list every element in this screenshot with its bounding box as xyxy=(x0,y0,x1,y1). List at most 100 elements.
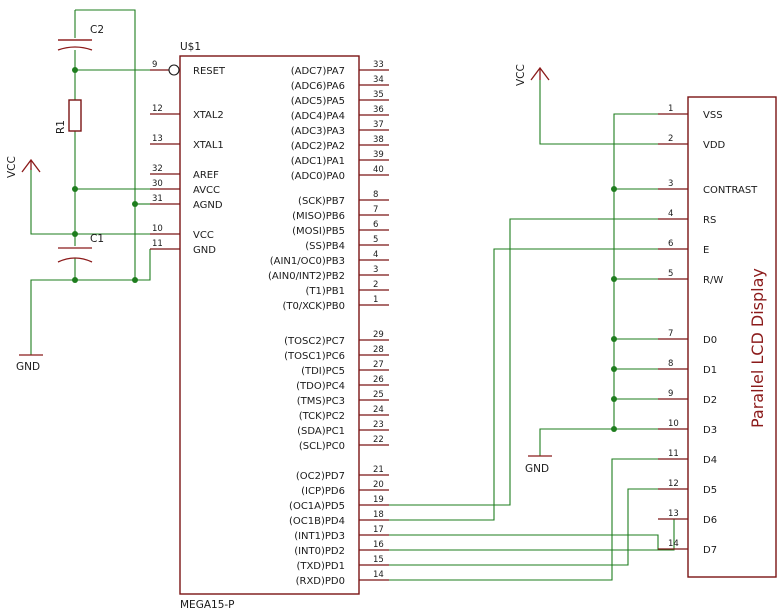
gnd-left-label: GND xyxy=(16,361,40,373)
mcu-pin-8: 8(SCK)PB7 xyxy=(298,190,389,207)
mcu-pin-29: 29 (TOSC2)PC7 xyxy=(284,330,389,347)
mcu-pin-number: 14 xyxy=(373,570,384,580)
mcu-pin-name: AGND xyxy=(193,200,223,211)
r1-label: R1 xyxy=(55,120,67,134)
junctions-left xyxy=(72,67,138,283)
c1-label: C1 xyxy=(90,233,104,245)
mcu-pin-number: 25 xyxy=(373,390,384,400)
mcu-pin-40: 40(ADC0)PA0 xyxy=(291,165,389,182)
mcu-pin-name: (TDI)PC5 xyxy=(301,366,345,377)
lcd-pin-name: VSS xyxy=(703,110,723,121)
vcc-left-label: VCC xyxy=(6,156,18,178)
mcu-pin-name: (OC1A)PD5 xyxy=(289,501,345,512)
mcu-pin-number: 28 xyxy=(373,345,384,355)
mcu-pin-2: 2 (T1)PB1 xyxy=(305,280,389,297)
mcu-pin-5: 5(SS)PB4 xyxy=(305,235,389,252)
mcu-pin-number: 17 xyxy=(373,525,384,535)
mcu-pin-36: 36 (ADC4)PA4 xyxy=(291,105,389,122)
mcu-pin-6: 6 (MOSI)PB5 xyxy=(292,220,389,237)
mcu-pin-name: XTAL1 xyxy=(193,140,224,151)
resistor-r1: R1 xyxy=(55,99,82,134)
lcd-pin-number: 2 xyxy=(668,134,673,144)
mcu-pin-number: 15 xyxy=(373,555,384,565)
mcu-pin-name: (OC1B)PD4 xyxy=(289,516,345,527)
mcu-pin-39: 39(ADC1)PA1 xyxy=(291,150,389,167)
mcu-pin-35: 35(ADC5)PA5 xyxy=(291,90,389,107)
mcu-pin-name: (TCK)PC2 xyxy=(299,411,345,422)
lcd-pin-number: 14 xyxy=(668,539,679,549)
junctions-lcd xyxy=(611,186,617,432)
mcu-pin-name: (ADC6)PA6 xyxy=(291,81,345,92)
mcu-pin-number: 22 xyxy=(373,435,384,445)
mcu-pin-name: (TMS)PC3 xyxy=(297,396,345,407)
lcd-pin-name: D7 xyxy=(703,545,717,556)
lcd-pin-d0: 7D0 xyxy=(658,329,717,346)
mcu-pin-number: 36 xyxy=(373,105,384,115)
lcd-pin-number: 12 xyxy=(668,479,679,489)
mcu-pin-37: 37 (ADC3)PA3 xyxy=(291,120,389,137)
mcu-pin-number: 4 xyxy=(373,250,378,260)
lcd-pin-number: 6 xyxy=(668,239,673,249)
mcu-pin-name: (ADC3)PA3 xyxy=(291,126,345,137)
mcu-pin-number: 2 xyxy=(373,280,378,290)
mcu-pin-name: (OC2)PD7 xyxy=(296,471,345,482)
mcu-pin-number: 29 xyxy=(373,330,384,340)
lcd-pin-name: RS xyxy=(703,215,716,226)
mcu-pin-name: AREF xyxy=(193,170,219,181)
mcu-pin-number: 21 xyxy=(373,465,384,475)
mcu-pin-23: 23(SDA)PC1 xyxy=(297,420,389,437)
lcd-pin-d2: 9D2 xyxy=(658,389,717,406)
lcd-pin-number: 7 xyxy=(668,329,673,339)
lcd-pin-name: D2 xyxy=(703,395,717,406)
mcu-pin-name: (TXD)PD1 xyxy=(296,561,345,572)
mcu-pin-number: 20 xyxy=(373,480,384,490)
mcu-pin-number: 32 xyxy=(152,164,163,174)
mcu-pin-number: 37 xyxy=(373,120,384,130)
lcd-pins: 1VSS2VDD3CONTRAST4RS6E5R/W7D08D19D210D31… xyxy=(658,104,758,556)
mcu-pin-name: (TDO)PC4 xyxy=(296,381,345,392)
mcu-pin-number: 26 xyxy=(373,375,384,385)
mcu-u1: U$1 MEGA15-P 9RESET12XTAL213XTAL132AREF3… xyxy=(150,41,389,611)
mcu-value: MEGA15-P xyxy=(180,599,235,611)
mcu-pin-name: (INT0)PD2 xyxy=(294,546,345,557)
mcu-pin-name: (INT1)PD3 xyxy=(294,531,345,542)
gnd-lcd-symbol: GND xyxy=(525,455,552,475)
mcu-pin-number: 19 xyxy=(373,495,384,505)
mcu-pin-17: 17 (INT1)PD3 xyxy=(294,525,389,542)
mcu-pin-19: 19 (OC1A)PD5 xyxy=(289,495,389,512)
mcu-pin-number: 11 xyxy=(152,239,163,249)
mcu-pin-name: (MOSI)PB5 xyxy=(292,226,345,237)
mcu-pin-name: (RXD)PD0 xyxy=(296,576,345,587)
mcu-pin-number: 33 xyxy=(373,60,384,70)
lcd-pin-number: 10 xyxy=(668,419,679,429)
lcd-pin-number: 1 xyxy=(668,104,673,114)
mcu-pin-name: (ICP)PD6 xyxy=(301,486,345,497)
lcd-pin-rs: 4RS xyxy=(658,209,716,226)
mcu-pin-name: VCC xyxy=(193,230,214,241)
mcu-right-pins: 33(ADC7)PA734(ADC6)PA635(ADC5)PA536(ADC4… xyxy=(268,60,389,587)
mcu-pin-name: (ADC7)PA7 xyxy=(291,66,345,77)
mcu-pin-name: (SS)PB4 xyxy=(305,241,345,252)
mcu-pin-26: 26 (TDO)PC4 xyxy=(296,375,389,392)
mcu-pin-name: (ADC4)PA4 xyxy=(291,111,345,122)
mcu-pin-name: (SCL)PC0 xyxy=(299,441,345,452)
lcd-pin-d1: 8D1 xyxy=(658,359,717,376)
mcu-pin-name: XTAL2 xyxy=(193,110,224,121)
mcu-pin-number: 23 xyxy=(373,420,384,430)
mcu-pin-name: (TOSC2)PC7 xyxy=(284,336,345,347)
mcu-pin-name: (T1)PB1 xyxy=(305,286,345,297)
mcu-pin-20: 20 (ICP)PD6 xyxy=(301,480,389,497)
mcu-pin-number: 30 xyxy=(152,179,163,189)
mcu-pin-number: 10 xyxy=(152,224,163,234)
capacitor-c1: C1 xyxy=(57,233,104,263)
mcu-pin-number: 6 xyxy=(373,220,378,230)
